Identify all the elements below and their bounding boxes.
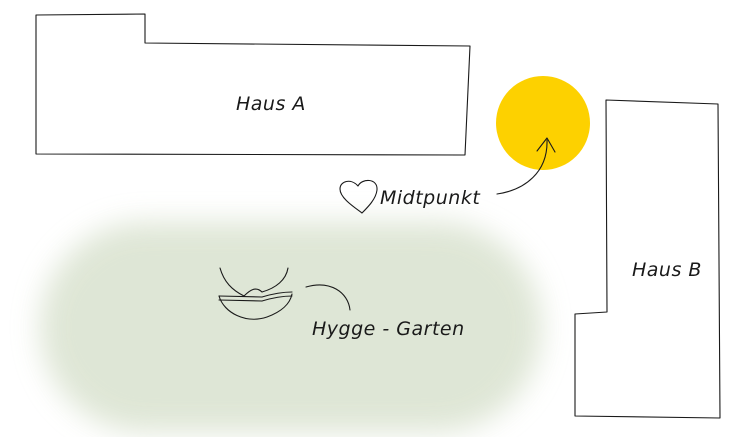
garden-label: Hygge - Garten bbox=[312, 318, 465, 340]
bowl-icon bbox=[218, 267, 293, 320]
garden-area bbox=[40, 222, 542, 432]
haus-a-outline bbox=[35, 13, 471, 156]
haus-a-label: Haus A bbox=[236, 93, 306, 115]
heart-icon bbox=[339, 179, 378, 214]
haus-b-label: Haus B bbox=[632, 259, 702, 281]
garden-connector bbox=[305, 284, 351, 311]
midpoint-arrow bbox=[496, 139, 548, 195]
midpoint-arrowhead bbox=[536, 137, 556, 153]
midpoint-circle bbox=[496, 76, 590, 170]
midpoint-label: Midtpunkt bbox=[380, 187, 481, 209]
haus-b-outline bbox=[574, 99, 721, 419]
